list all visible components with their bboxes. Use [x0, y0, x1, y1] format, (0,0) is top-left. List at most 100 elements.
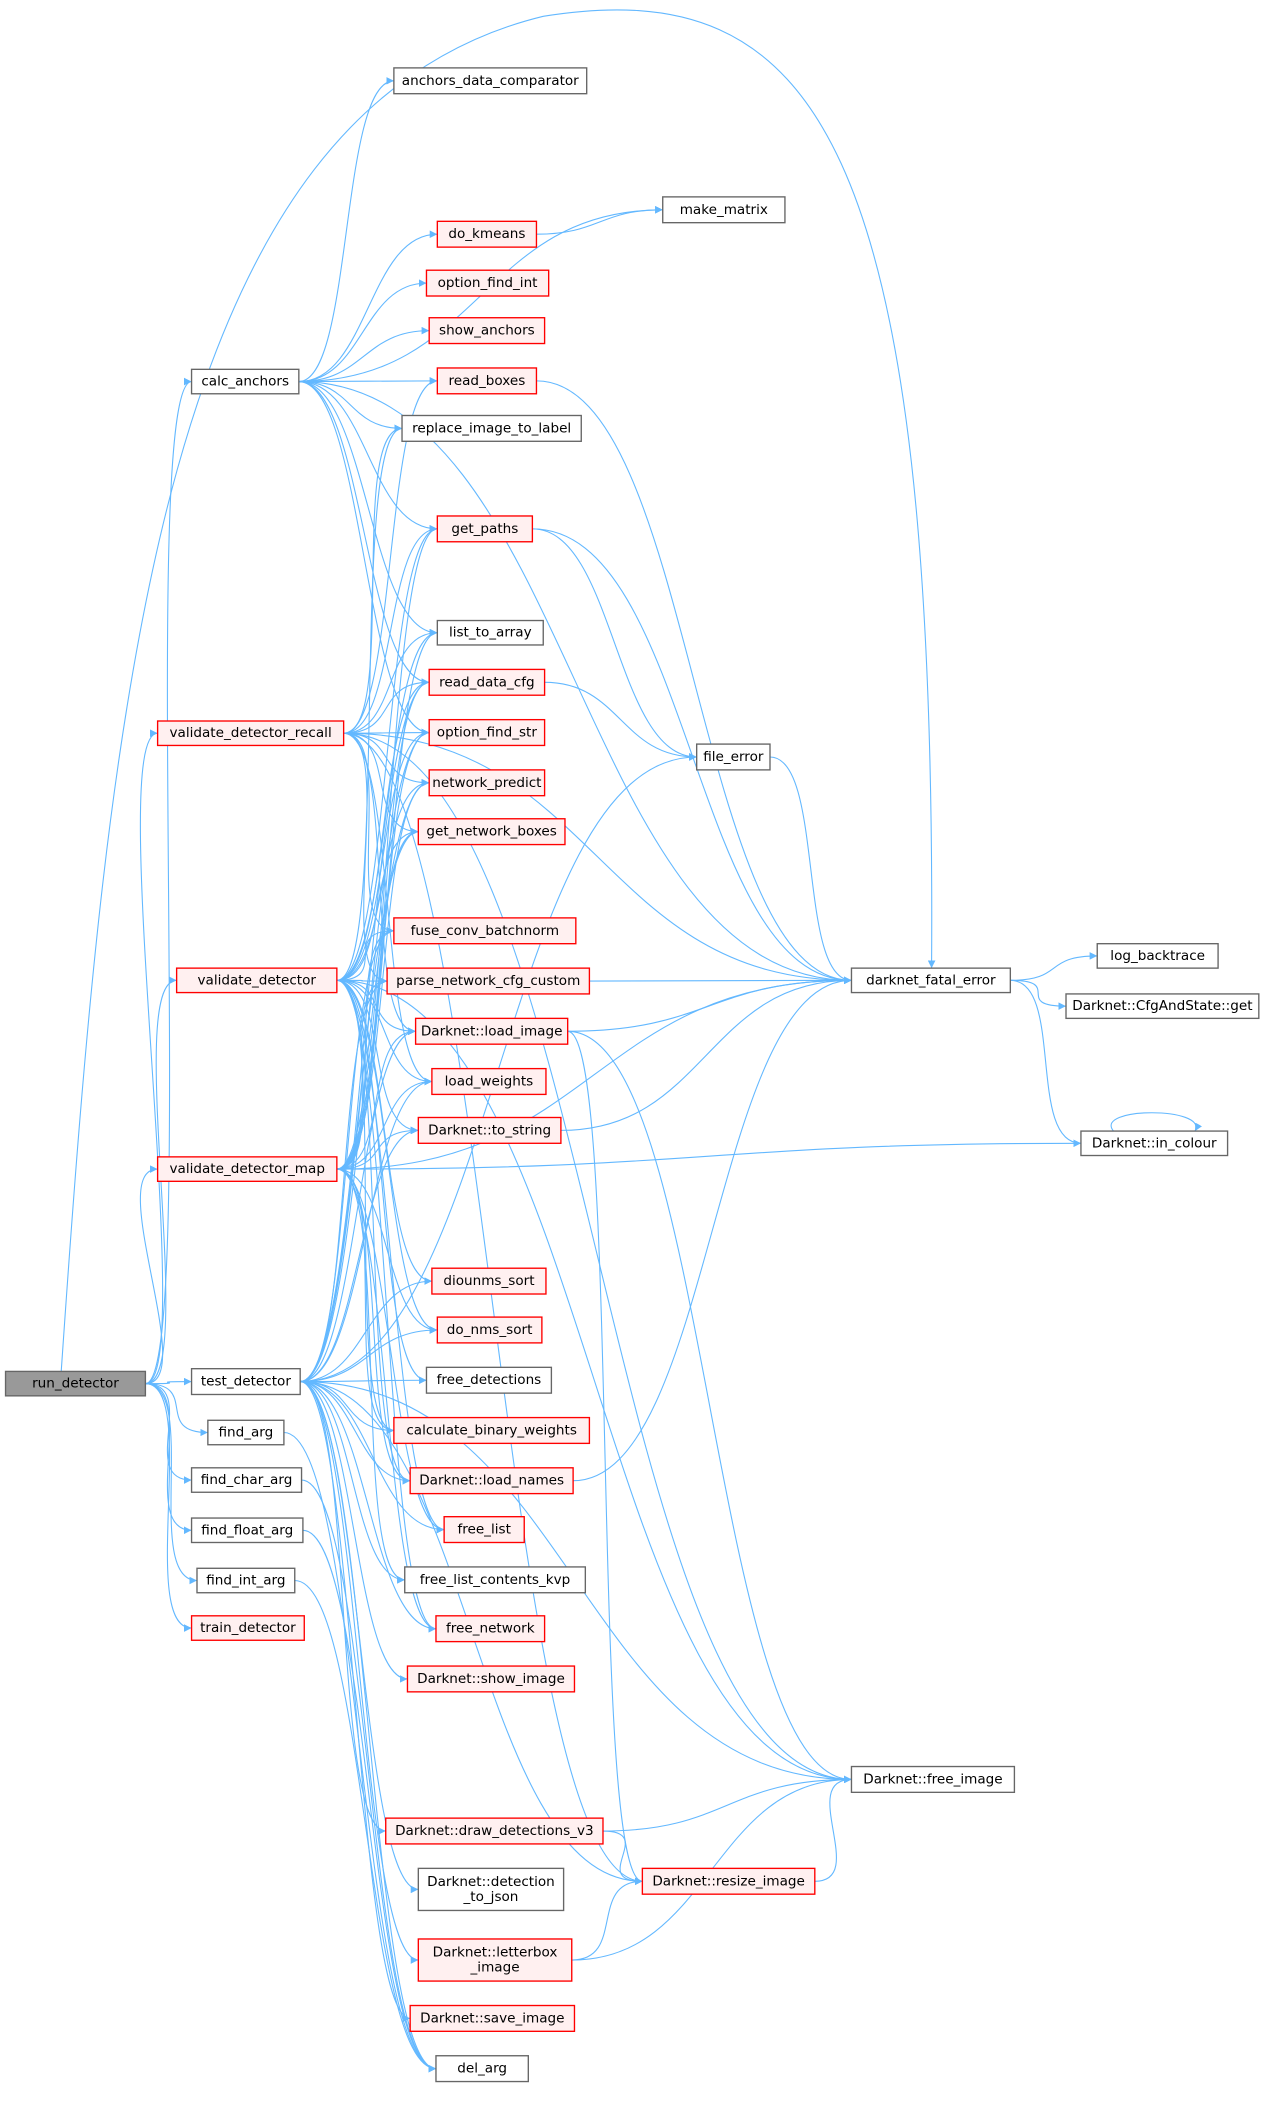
edge-darknet_fatal_error-to-in_colour: [1010, 979, 1081, 1148]
node-box: [406, 1665, 576, 1693]
node-box: [695, 743, 771, 771]
edges-layer: [60, 9, 1202, 2073]
edge-validate_detector_map-to-free_list_contents_kvp: [336, 1168, 405, 1584]
edge-find_char_arg-to-del_arg: [301, 1479, 436, 2073]
node-anchors-data-comparator[interactable]: anchors_data_comparator: [393, 67, 588, 95]
node-box: [662, 196, 786, 224]
node-label: show_anchors: [439, 323, 535, 339]
edge-draw_detections_v3-to-resize_image: [602, 1830, 643, 1886]
edge-validate_detector-to-free_detections: [336, 979, 427, 1384]
node-diounms-sort[interactable]: diounms_sort: [431, 1267, 547, 1295]
node-label: load_weights: [445, 1074, 534, 1090]
node-box: [850, 1765, 1016, 1794]
node-in-colour[interactable]: Darknet::in_colour: [1080, 1130, 1229, 1157]
node-test-detector[interactable]: test_detector: [190, 1368, 301, 1396]
node-label: find_char_arg: [201, 1472, 293, 1488]
node-box: [436, 515, 534, 543]
node-label: anchors_data_comparator: [402, 73, 579, 89]
edge-validate_detector_map-to-in_colour: [336, 1139, 1081, 1170]
edge-run_detector-to-find_arg: [145, 1383, 208, 1437]
node-label: Darknet::save_image: [420, 2010, 564, 2026]
node-free-list-contents-kvp[interactable]: free_list_contents_kvp: [404, 1566, 587, 1594]
node-label: Darknet::load_names: [419, 1473, 564, 1489]
edge-validate_detector-to-free_list: [336, 979, 445, 1534]
node-label: Darknet::letterbox: [433, 1945, 558, 1961]
node-get-network-boxes[interactable]: get_network_boxes: [417, 818, 566, 846]
edge-load_names-to-darknet_fatal_error: [573, 976, 852, 1482]
node-box: [850, 967, 1012, 994]
node-box: [431, 1067, 547, 1096]
node-file-error[interactable]: file_error: [695, 743, 771, 771]
edge-test_detector-to-diounms_sort: [300, 1277, 432, 1383]
edge-test_detector-to-network_predict: [300, 779, 430, 1383]
node-find-char-arg[interactable]: find_char_arg: [190, 1467, 303, 1493]
node-free-network[interactable]: free_network: [435, 1615, 546, 1643]
node-list-to-array[interactable]: list_to_array: [436, 619, 544, 646]
node-load-image[interactable]: Darknet::load_image: [414, 1017, 569, 1045]
node-box: [436, 367, 538, 395]
node-get-paths[interactable]: get_paths: [436, 515, 534, 543]
node-letterbox-image[interactable]: Darknet::letterbox_image: [417, 1938, 573, 1982]
edge-validate_detector_recall-to-darknet_fatal_error: [343, 732, 852, 985]
node-label: find_arg: [218, 1425, 273, 1441]
node-box: [436, 1316, 543, 1344]
edge-validate_detector-to-do_nms_sort: [336, 979, 438, 1334]
edge-validate_detector_recall-to-free_image: [343, 732, 852, 1784]
node-save-image[interactable]: Darknet::save_image: [409, 2004, 576, 2032]
node-cfg-get[interactable]: Darknet::CfgAndState::get: [1065, 993, 1260, 1020]
node-make-matrix[interactable]: make_matrix: [662, 196, 786, 224]
edge-validate_detector-to-load_weights: [336, 979, 432, 1086]
edge-in_colour-to-in_colour: [1110, 1112, 1202, 1132]
node-label: option_find_int: [438, 275, 538, 291]
node-option-find-str[interactable]: option_find_str: [428, 718, 546, 747]
node-train-detector[interactable]: train_detector: [190, 1615, 305, 1641]
node-label: fuse_conv_batchnorm: [411, 923, 559, 939]
node-draw-detections-v3[interactable]: Darknet::draw_detections_v3: [385, 1817, 604, 1845]
edge-run_detector-to-test_detector: [145, 1377, 192, 1386]
edge-validate_detector-to-to_string: [336, 979, 419, 1135]
node-validate-detector-recall[interactable]: validate_detector_recall: [156, 720, 345, 747]
node-option-find-int[interactable]: option_find_int: [425, 269, 550, 297]
edge-read_data_cfg-to-file_error: [544, 681, 697, 761]
edge-calc_anchors-to-show_anchors: [298, 326, 430, 383]
edge-validate_detector-to-get_paths: [336, 525, 438, 981]
node-box: [435, 2055, 529, 2083]
node-calculate-binary-weights[interactable]: calculate_binary_weights: [393, 1416, 591, 1445]
node-do-kmeans[interactable]: do_kmeans: [436, 220, 538, 248]
node-validate-detector[interactable]: validate_detector: [175, 967, 338, 994]
node-to-string[interactable]: Darknet::to_string: [417, 1116, 562, 1144]
node-run-detector[interactable]: run_detector: [4, 1370, 147, 1397]
node-read-data-cfg[interactable]: read_data_cfg: [428, 668, 546, 696]
node-label: parse_network_cfg_custom: [396, 973, 580, 989]
node-darknet-fatal-error[interactable]: darknet_fatal_error: [850, 967, 1012, 994]
node-calc-anchors[interactable]: calc_anchors: [190, 368, 300, 395]
node-load-weights[interactable]: load_weights: [431, 1067, 547, 1096]
node-show-image[interactable]: Darknet::show_image: [406, 1665, 576, 1693]
node-log-backtrace[interactable]: log_backtrace: [1096, 943, 1219, 969]
node-label: Darknet::CfgAndState::get: [1072, 998, 1252, 1014]
node-fuse-conv-batchnorm[interactable]: fuse_conv_batchnorm: [393, 917, 577, 945]
node-del-arg[interactable]: del_arg: [435, 2055, 529, 2083]
node-detection-to-json[interactable]: Darknet::detection_to_json: [417, 1867, 565, 1912]
node-replace-image-to-label[interactable]: replace_image_to_label: [401, 414, 582, 442]
node-show-anchors[interactable]: show_anchors: [428, 317, 546, 345]
node-find-float-arg[interactable]: find_float_arg: [190, 1517, 304, 1544]
node-label: calculate_binary_weights: [406, 1422, 577, 1438]
node-box: [196, 1567, 296, 1594]
node-load-names[interactable]: Darknet::load_names: [409, 1467, 574, 1495]
node-resize-image[interactable]: Darknet::resize_image: [641, 1867, 816, 1895]
node-free-list[interactable]: free_list: [443, 1516, 525, 1544]
node-parse-network-cfg-custom[interactable]: parse_network_cfg_custom: [386, 967, 591, 995]
node-free-detections[interactable]: free_detections: [425, 1366, 553, 1394]
node-validate-detector-map[interactable]: validate_detector_map: [156, 1156, 338, 1182]
node-read-boxes[interactable]: read_boxes: [436, 367, 538, 395]
edge-test_detector-to-letterbox_image: [300, 1381, 419, 1964]
node-do-nms-sort[interactable]: do_nms_sort: [436, 1316, 543, 1344]
node-label: free_detections: [437, 1372, 542, 1388]
node-free-image[interactable]: Darknet::free_image: [850, 1765, 1016, 1794]
node-find-int-arg[interactable]: find_int_arg: [196, 1567, 296, 1594]
node-network-predict[interactable]: network_predict: [428, 769, 546, 797]
edge-calc_anchors-to-option_find_int: [298, 279, 427, 383]
node-find-arg[interactable]: find_arg: [207, 1419, 285, 1446]
edge-test_detector-to-free_detections: [300, 1376, 427, 1385]
